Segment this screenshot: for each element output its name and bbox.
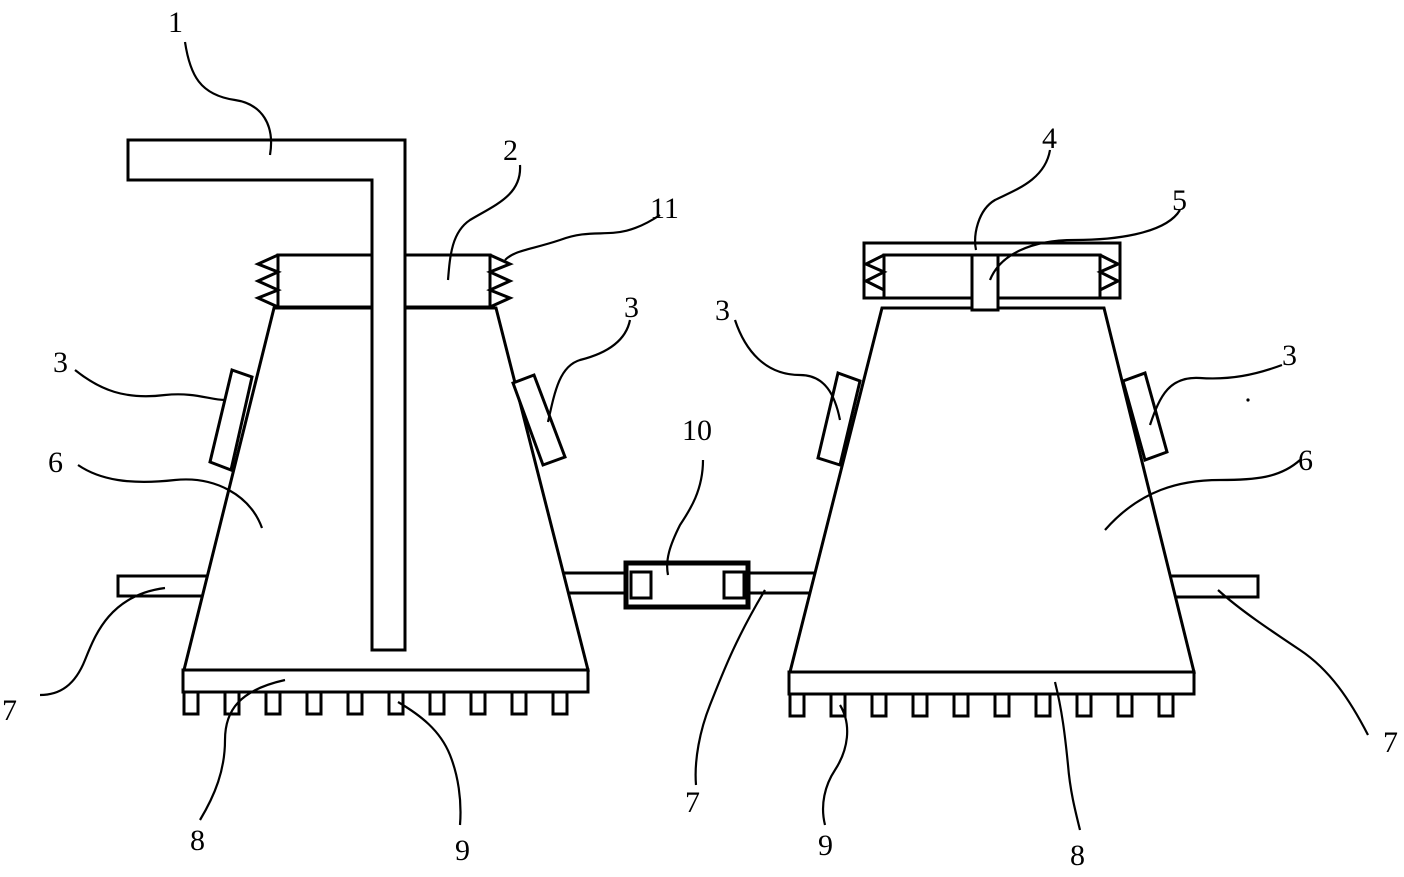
label-3c: 3 [715,294,730,327]
label-5: 5 [1172,184,1187,217]
right-collar-teeth-left [862,253,888,292]
leader-3b [546,319,632,423]
label-7a: 7 [2,694,17,727]
stray-dot [1246,398,1250,402]
leader-10 [666,459,705,576]
leader-7c [1217,589,1369,736]
leader-8b [1053,681,1082,831]
label-3b: 3 [624,291,639,324]
left-collar-teeth-right [486,253,514,309]
label-11: 11 [650,192,679,225]
leader-3d [1148,363,1283,426]
label-8b: 8 [1070,839,1085,872]
right-collar-teeth-right [1096,253,1122,292]
leader-6a [77,464,264,529]
label-9b: 9 [818,829,833,862]
label-2: 2 [503,134,518,167]
label-8a: 8 [190,824,205,857]
leader-4 [974,149,1052,251]
leader-7a [39,586,166,697]
label-6b: 6 [1298,444,1313,477]
leader-3c [733,319,842,421]
label-3d: 3 [1282,339,1297,372]
label-7b: 7 [685,786,700,819]
leader-1 [183,41,273,156]
right-pad-outer [1121,371,1169,462]
handle [126,138,407,652]
leader-2 [446,164,522,281]
leader-8a [199,678,286,821]
right-base-plate [787,670,1196,696]
connector-plug-right [722,570,746,600]
label-9a: 9 [455,834,470,867]
locking-pin [970,253,1000,312]
leader-6b [1104,459,1301,531]
label-3a: 3 [53,346,68,379]
leader-9b [821,704,849,826]
label-1: 1 [168,6,183,39]
left-pad-inner [511,373,567,467]
right-cone-body [788,306,1196,674]
left-pad-outer [208,368,254,473]
right-base-teeth [788,692,1175,718]
leader-11 [504,214,661,261]
leader-5 [988,209,1181,281]
label-10: 10 [682,414,712,447]
left-base-teeth [182,690,569,716]
leader-3a [74,369,226,402]
label-7c: 7 [1383,726,1398,759]
left-base-plate [181,668,590,694]
leader-7b [694,589,766,786]
label-6a: 6 [48,446,63,479]
left-collar-teeth-left [254,253,282,309]
leader-9a [397,701,462,826]
label-4: 4 [1042,122,1057,155]
connector-plug-left [629,570,653,600]
